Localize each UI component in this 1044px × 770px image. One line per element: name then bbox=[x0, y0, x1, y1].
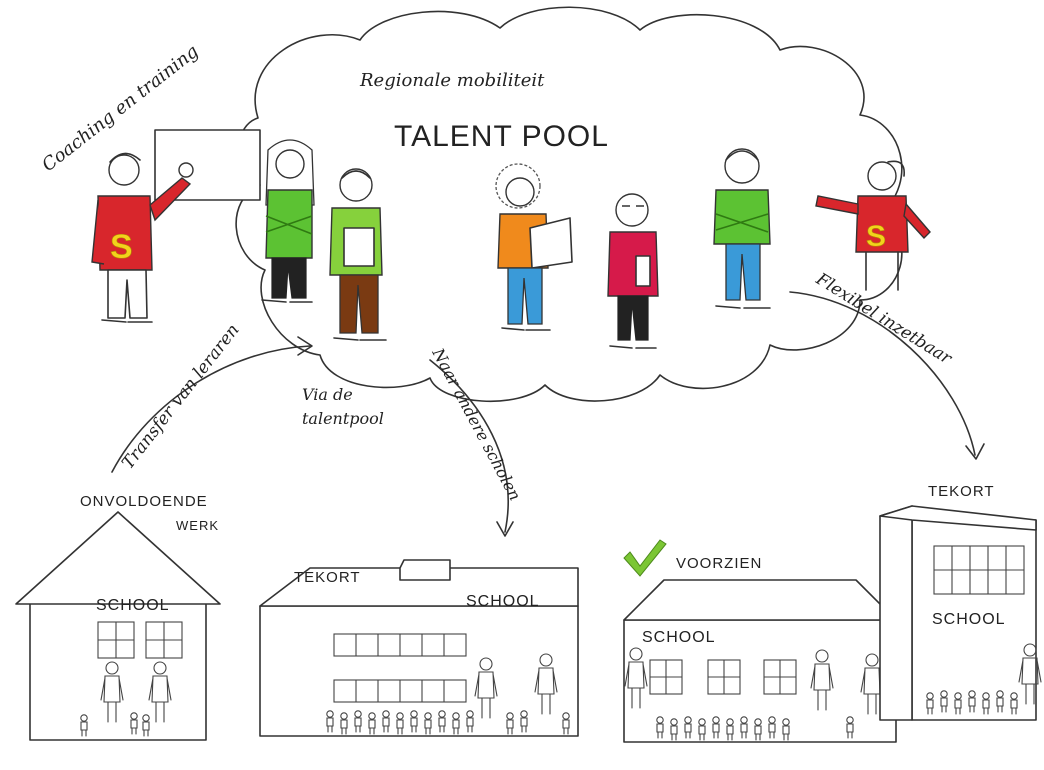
teacher-green-woman bbox=[261, 139, 315, 303]
school-1-sign: SCHOOL bbox=[96, 597, 170, 614]
check-icon bbox=[623, 539, 667, 577]
talent-pool-cloud bbox=[235, 6, 903, 403]
school-tekort-1: SCHOOL bbox=[259, 559, 579, 737]
flexibel-arrow bbox=[789, 291, 985, 460]
school-3-sign: SCHOOL bbox=[642, 629, 716, 646]
school-onvoldoende: SCHOOL bbox=[15, 511, 221, 741]
cloud-title: TALENT POOL bbox=[394, 120, 609, 153]
school-tekort-2: SCHOOL bbox=[879, 505, 1042, 721]
teacher-crimson-man bbox=[607, 193, 659, 349]
school-4-sign: SCHOOL bbox=[932, 611, 1006, 628]
trainer-right-letter: S bbox=[866, 220, 886, 253]
school-1-status-line1: ONVOLDOENDE bbox=[80, 493, 208, 510]
naar-label: Naar andere scholen bbox=[428, 344, 525, 504]
teacher-orange-woman bbox=[495, 163, 573, 331]
flexibel-label: Flexibel inzetbaar bbox=[812, 269, 956, 369]
trainer-letter: S bbox=[110, 228, 133, 266]
trainer-left: S bbox=[91, 129, 261, 323]
school-3-status: VOORZIEN bbox=[676, 555, 762, 572]
naar-arrow bbox=[429, 359, 514, 537]
via-label-line2: talentpool bbox=[302, 409, 384, 428]
school-2-status: TEKORT bbox=[294, 569, 361, 586]
trainer-right: S bbox=[815, 160, 931, 291]
cloud-subtitle: Regionale mobiliteit bbox=[359, 70, 545, 91]
school-1-status-line2: WERK bbox=[176, 518, 219, 533]
transfer-arrow bbox=[111, 336, 313, 473]
transfer-label: Transfer van leraren bbox=[118, 320, 243, 473]
school-4-status: TEKORT bbox=[928, 483, 995, 500]
teacher-green-man bbox=[713, 148, 771, 309]
via-label-line1: Via de bbox=[302, 385, 353, 404]
school-voorzien: SCHOOL bbox=[623, 579, 897, 743]
school-2-sign: SCHOOL bbox=[466, 593, 540, 610]
teacher-lime-man bbox=[329, 168, 387, 341]
